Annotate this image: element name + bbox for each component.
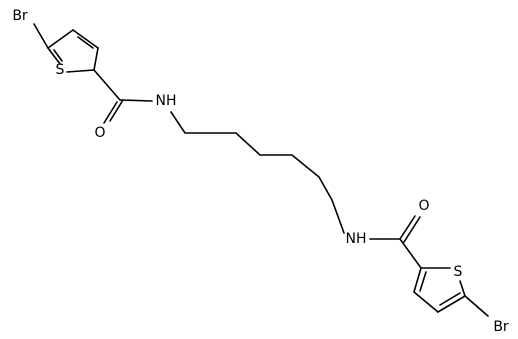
bond xyxy=(403,216,421,243)
lower-amide xyxy=(369,215,422,269)
sulfur-bottom-label: S xyxy=(454,264,463,280)
bond xyxy=(459,280,466,297)
bond xyxy=(93,47,99,71)
bond xyxy=(413,267,422,293)
bond xyxy=(77,36,94,49)
upper-amide xyxy=(93,69,153,124)
oxygen-bottom-label: O xyxy=(418,198,429,214)
bond xyxy=(119,99,153,102)
bond xyxy=(437,295,466,313)
bond xyxy=(66,69,95,73)
bond xyxy=(72,29,99,49)
bond xyxy=(47,47,61,65)
bond xyxy=(399,238,422,269)
oxygen-top-label: O xyxy=(94,125,105,141)
bond xyxy=(93,69,121,101)
bond xyxy=(419,271,427,292)
amide-nh-top-label: NH xyxy=(156,93,177,109)
bond xyxy=(399,215,416,240)
bond xyxy=(413,291,439,313)
bond xyxy=(464,295,489,317)
upper-thiophene-ring xyxy=(33,23,99,73)
bond xyxy=(47,29,74,49)
amide-nh-bottom-label: NH xyxy=(346,231,367,247)
bond xyxy=(33,23,49,49)
bromine-bottom-label: Br xyxy=(493,319,509,335)
hexyl-chain xyxy=(170,111,345,234)
bond xyxy=(53,49,63,62)
sulfur-top-label: S xyxy=(56,62,65,78)
bromine-top-label: Br xyxy=(12,8,28,24)
bond xyxy=(109,99,124,122)
lower-thiophene-ring xyxy=(413,267,489,317)
bond xyxy=(103,101,118,124)
bond xyxy=(439,292,461,306)
bond xyxy=(170,111,345,234)
